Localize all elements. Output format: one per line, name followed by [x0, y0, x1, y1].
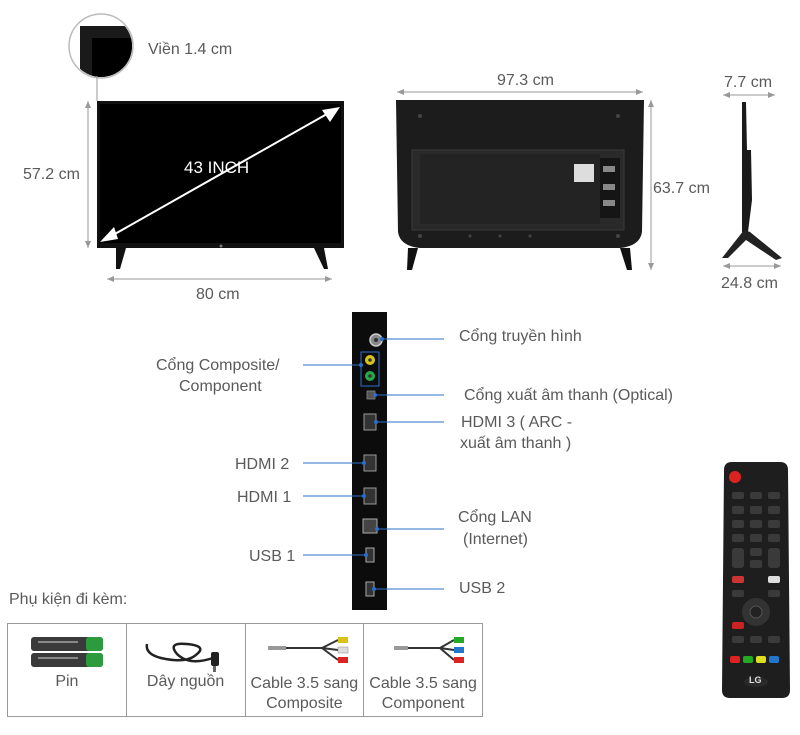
port-antenna-label: Cổng truyền hình [459, 328, 582, 345]
accessories-heading: Phụ kiện đi kèm: [9, 591, 128, 608]
front-height-label: 57.2 cm [23, 166, 80, 183]
port-composite-label-2: Component [179, 378, 262, 395]
accessory-battery: Pin [8, 624, 127, 716]
port-hdmi2-label: HDMI 2 [235, 456, 290, 473]
port-hdmi1-label: HDMI 1 [237, 489, 292, 506]
front-width-label: 80 cm [196, 286, 240, 303]
port-lan-label-2: (Internet) [463, 531, 528, 548]
battery-icon [31, 637, 103, 667]
port-optical-label: Cổng xuất âm thanh (Optical) [464, 387, 673, 404]
remote-brand-logo: LG [749, 675, 762, 685]
component-cable-icon [394, 637, 465, 663]
power-cord-icon [145, 642, 219, 672]
port-hdmi3-label-1: HDMI 3 ( ARC - [461, 414, 573, 431]
back-height-label: 63.7 cm [653, 180, 710, 197]
accessory-component-cable: Cable 3.5 sang Component [364, 624, 482, 716]
port-usb1-label: USB 1 [249, 548, 296, 565]
accessory-composite-cable: Cable 3.5 sang Composite [246, 624, 365, 716]
port-usb2-label: USB 2 [459, 580, 506, 597]
port-hdmi3-label-2: xuất âm thanh ) [460, 435, 572, 452]
accessory-power-cord: Dây nguồn [127, 624, 246, 716]
accessories-table: Pin Dây nguồn Cable 3.5 sang Composite [7, 623, 483, 717]
back-width-label: 97.3 cm [497, 72, 554, 89]
accessory-battery-caption: Pin [55, 673, 79, 690]
composite-cable-icon [267, 637, 348, 663]
side-base-label: 24.8 cm [721, 275, 778, 292]
accessory-power-cord-caption: Dây nguồn [146, 673, 225, 690]
port-composite-label-1: Cổng Composite/ [156, 357, 280, 374]
port-lan-label-1: Cổng LAN [458, 509, 532, 526]
bezel-label: Viền 1.4 cm [148, 41, 233, 58]
accessory-composite-cable-caption: Cable 3.5 sang Composite [250, 675, 359, 712]
side-depth-label: 7.7 cm [724, 74, 773, 91]
accessory-component-cable-caption: Cable 3.5 sang Component [369, 675, 477, 712]
diagonal-size-label: 43 INCH [184, 158, 250, 177]
